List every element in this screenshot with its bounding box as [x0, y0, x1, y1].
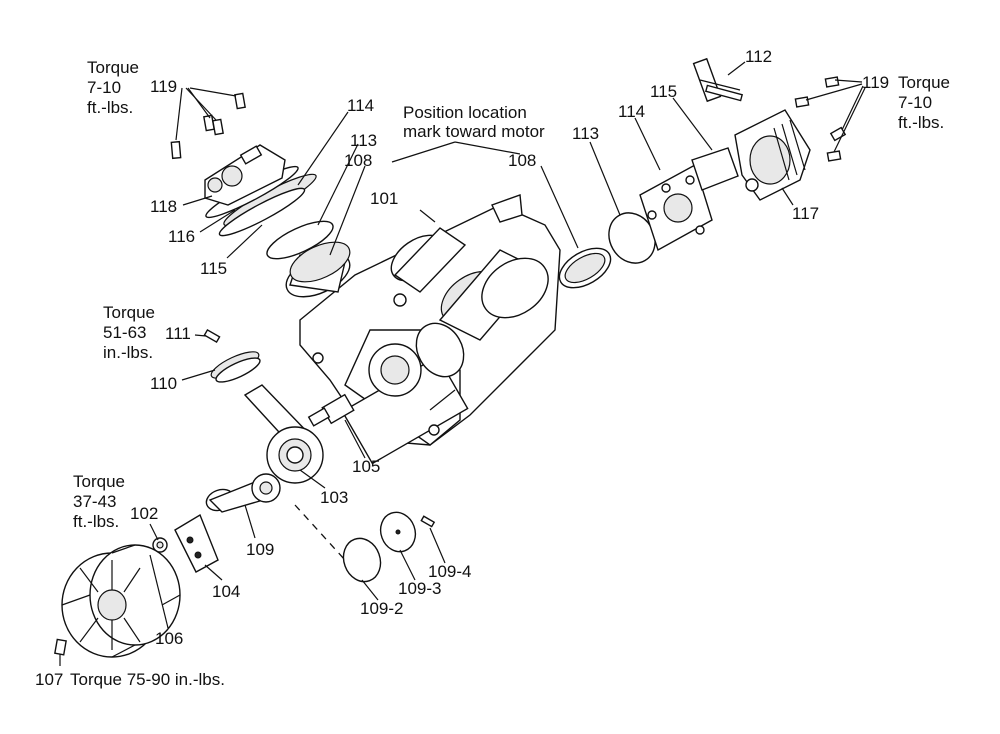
label-110: 110 [150, 374, 177, 393]
gasket-right [691, 147, 739, 191]
label-109-3: 109-3 [398, 579, 441, 598]
bracket-104 [174, 513, 219, 573]
label-115-left: 115 [200, 259, 227, 278]
eccentric-105 [307, 393, 355, 427]
screw-109-4 [420, 515, 436, 528]
label-116: 116 [168, 227, 195, 246]
head-bolts-left [170, 92, 246, 160]
label-108-left: 108 [344, 151, 372, 170]
torque-head-right-unit: ft.-lbs. [898, 113, 944, 132]
torque-111-word: Torque [103, 303, 155, 322]
cylinder-sleeve-left [285, 241, 351, 298]
torque-notes: Torque 7-10 ft.-lbs. Torque 7-10 ft.-lbs… [35, 58, 950, 689]
plate-109-3 [379, 511, 417, 553]
torque-head-right-value: 7-10 [898, 93, 932, 112]
assembly-centerline [294, 504, 346, 561]
retainer-110 [210, 351, 261, 383]
torque-102-unit: ft.-lbs. [73, 512, 119, 531]
label-101: 101 [370, 189, 398, 208]
label-109-4: 109-4 [428, 562, 471, 581]
gasket-109-2 [342, 537, 382, 583]
torque-102-value: 37-43 [73, 492, 116, 511]
label-113-left: 113 [350, 131, 377, 150]
label-103: 103 [320, 488, 348, 507]
torque-head-left-unit: ft.-lbs. [87, 98, 133, 117]
label-113-right: 113 [572, 124, 599, 143]
torque-head-left-value: 7-10 [87, 78, 121, 97]
label-104: 104 [212, 582, 240, 601]
gasket-left [218, 187, 306, 237]
torque-111-value: 51-63 [103, 323, 146, 342]
label-102: 102 [130, 504, 158, 523]
connecting-rod-103 [243, 384, 324, 484]
part-labels: 101 102 103 104 105 106 108 108 109 109-… [130, 47, 889, 648]
cylinder-head-right [734, 109, 811, 201]
label-117: 117 [792, 204, 819, 223]
label-114-left: 114 [347, 96, 374, 115]
cylinder-sleeve-right [558, 247, 612, 289]
torque-107: Torque 75-90 in.-lbs. [70, 670, 225, 689]
label-111: 111 [165, 324, 191, 343]
nut-102 [152, 537, 168, 553]
torque-111-unit: in.-lbs. [103, 343, 153, 362]
label-115-right: 115 [650, 82, 677, 101]
fan-106 [61, 544, 181, 658]
label-112: 112 [745, 47, 772, 66]
motor-crankcase-body [299, 194, 561, 465]
label-109-2: 109-2 [360, 599, 403, 618]
label-114-right: 114 [618, 102, 645, 121]
label-119-right: 119 [862, 73, 889, 92]
cylinder-head-left [204, 144, 286, 206]
position-note-line2: mark toward motor [403, 122, 545, 141]
screw-107 [54, 638, 67, 656]
label-107: 107 [35, 670, 63, 689]
label-119-left: 119 [150, 77, 177, 96]
label-109: 109 [246, 540, 274, 559]
head-bolts-right [794, 76, 847, 162]
torque-head-left-word: Torque [87, 58, 139, 77]
label-106: 106 [155, 629, 183, 648]
valve-assembly-109 [205, 473, 281, 513]
air-filter-112 [692, 57, 744, 103]
position-note-line1: Position location [403, 103, 527, 122]
valve-plate-right [639, 163, 713, 252]
leader-lines [59, 61, 866, 666]
screw-111 [203, 328, 221, 344]
torque-102-word: Torque [73, 472, 125, 491]
label-118: 118 [150, 197, 177, 216]
label-105: 105 [352, 457, 380, 476]
o-ring-left [266, 220, 334, 260]
torque-head-right-word: Torque [898, 73, 950, 92]
label-108-right: 108 [508, 151, 536, 170]
